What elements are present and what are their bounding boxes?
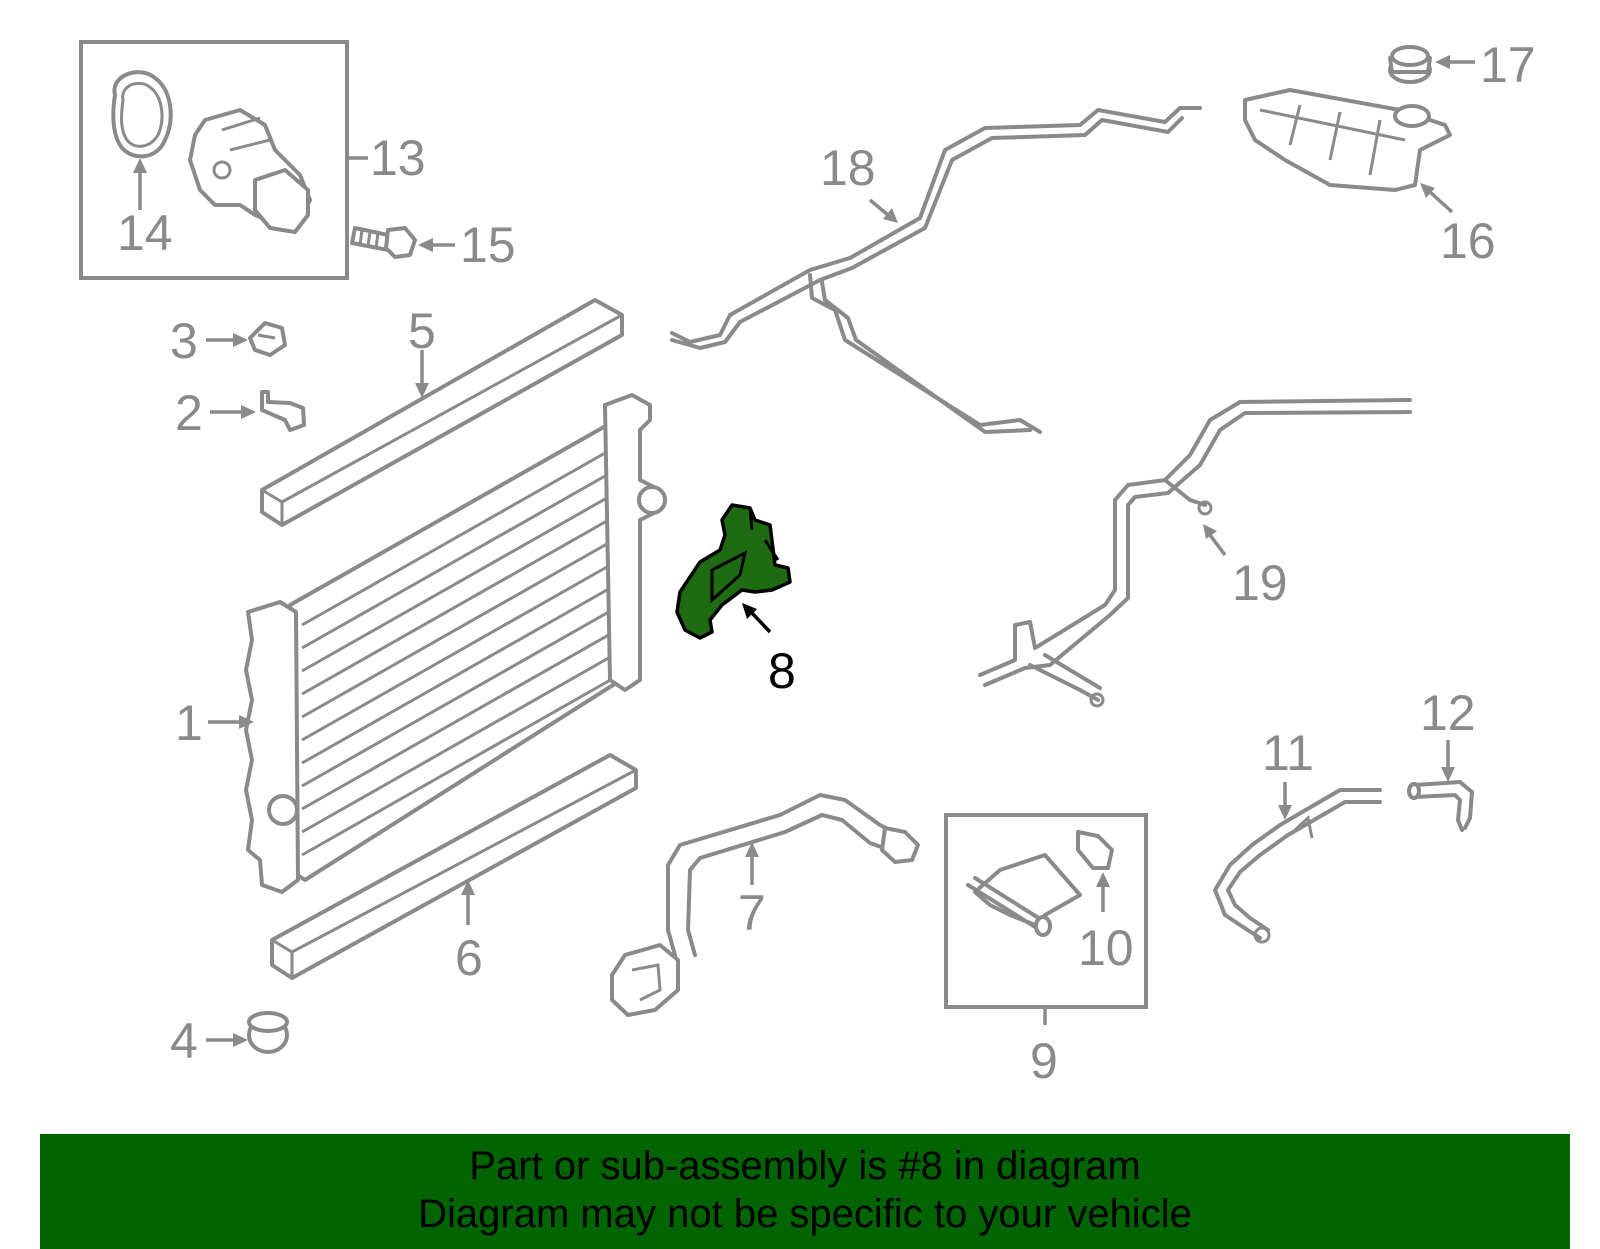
leader-8 <box>750 611 772 634</box>
tube-part-11 <box>1213 788 1382 944</box>
insulator-part-4 <box>247 1011 289 1054</box>
callout-5: 5 <box>408 303 436 359</box>
callout-1: 1 <box>175 695 203 751</box>
callout-18: 18 <box>820 140 876 196</box>
callout-2: 2 <box>175 385 203 441</box>
info-banner: Part or sub-assembly is #8 in diagram Di… <box>40 1134 1570 1249</box>
callout-10: 10 <box>1078 920 1134 976</box>
cap-part-17 <box>1388 45 1432 84</box>
reservoir-part-16 <box>1243 88 1452 192</box>
leader-19 <box>1208 533 1227 557</box>
banner-line-1: Part or sub-assembly is #8 in diagram <box>469 1144 1141 1188</box>
hose-part-7 <box>610 793 920 1017</box>
air-seal-part-6 <box>270 753 638 980</box>
parts-diagram: 13 14 15 3 2 5 <box>79 37 1536 1089</box>
callout-15: 15 <box>460 217 516 273</box>
air-seal-part-5 <box>260 298 624 527</box>
callout-19: 19 <box>1232 555 1288 611</box>
radiator-hose-part-8 <box>675 503 792 640</box>
gasket-part-14 <box>111 70 173 159</box>
callout-16: 16 <box>1440 213 1496 269</box>
tube-part-19 <box>978 398 1412 708</box>
leader-18 <box>868 198 890 217</box>
callout-6: 6 <box>455 930 483 986</box>
callout-13: 13 <box>370 130 426 186</box>
bracket-part-2 <box>260 390 306 432</box>
part-group-box-13 <box>79 40 349 280</box>
callout-7: 7 <box>738 885 766 941</box>
clip-part-3 <box>248 321 287 357</box>
callout-9: 9 <box>1030 1033 1058 1089</box>
thermostat-housing-part-13 <box>188 108 312 234</box>
banner-line-2: Diagram may not be specific to your vehi… <box>418 1192 1192 1236</box>
callout-4: 4 <box>170 1013 198 1069</box>
bolt-part-15 <box>350 226 417 259</box>
callout-11: 11 <box>1262 725 1314 781</box>
bracket-part-9 <box>966 853 1082 937</box>
leader-16 <box>1428 190 1454 214</box>
callout-12: 12 <box>1420 685 1476 741</box>
callout-14: 14 <box>117 205 173 261</box>
pad-part-10 <box>1076 830 1114 870</box>
callout-3: 3 <box>170 313 198 369</box>
hose-part-12 <box>1407 780 1474 832</box>
callout-8: 8 <box>768 643 796 699</box>
tube-part-18 <box>670 106 1202 434</box>
callout-17: 17 <box>1480 37 1536 93</box>
radiator-part-1 <box>244 393 667 894</box>
